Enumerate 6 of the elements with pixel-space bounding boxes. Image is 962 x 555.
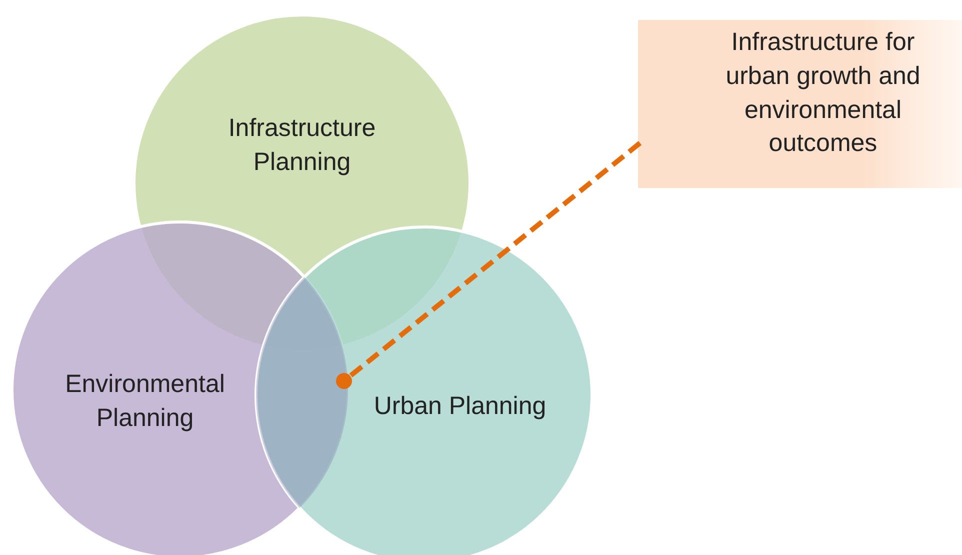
circle-label: Infrastructure Planning bbox=[227, 113, 377, 178]
circle-label: Urban Planning bbox=[372, 391, 548, 422]
callout-text: Infrastructure for urban growth and environmental outcomes bbox=[724, 27, 922, 160]
leader-line bbox=[336, 141, 642, 389]
callout-box bbox=[638, 20, 962, 188]
circle-label: Environmental Planning bbox=[64, 369, 226, 434]
